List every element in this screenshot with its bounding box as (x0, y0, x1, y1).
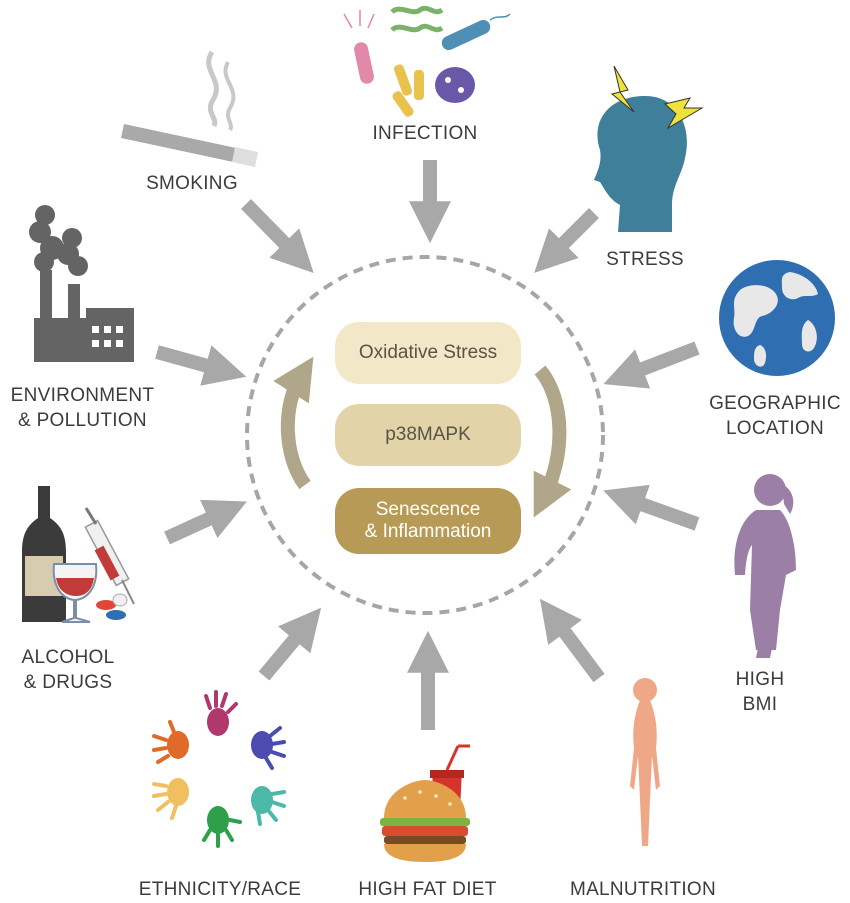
arrow-ethnicity (258, 607, 322, 681)
stressed-head-icon (594, 65, 704, 232)
cycle-arrow-right (533, 365, 572, 518)
high-bmi-label: HIGH BMI (735, 669, 785, 715)
oxidative-stress-box: Oxidative Stress (335, 322, 521, 384)
oxidative-stress-label: Oxidative Stress (358, 342, 498, 364)
arrow-bmi (603, 484, 700, 531)
cigarette-icon (121, 50, 258, 167)
arrow-smoking (241, 199, 314, 273)
alcohol-drugs-label: ALCOHOL & DRUGS (21, 647, 115, 693)
environment-pollution-label: ENVIRONMENT & POLLUTION (10, 385, 155, 431)
arrow-environment (155, 345, 247, 386)
senescence-inflammation-box: Senescence & Inflammation (335, 488, 521, 554)
handprints-icon (152, 690, 286, 848)
infection-label: INFECTION (372, 123, 478, 144)
senescence-label: Senescence (375, 499, 481, 521)
cycle-arrow-left (273, 356, 314, 490)
stress-label: STRESS (606, 249, 684, 270)
underweight-person-icon (630, 678, 660, 846)
microbes-icon (343, 5, 511, 117)
p38mapk-label: p38MAPK (385, 424, 471, 446)
ethnicity-race-label: ETHNICITY/RACE (138, 879, 302, 900)
malnutrition-label: MALNUTRITION (569, 879, 717, 900)
dashed-circle (245, 255, 605, 615)
inward-arrows (155, 160, 700, 730)
arrow-malnutrition (539, 598, 605, 683)
factory-icon (29, 205, 134, 362)
globe-icon (719, 260, 835, 376)
p38mapk-box: p38MAPK (335, 404, 521, 466)
overweight-person-icon (734, 474, 796, 658)
high-fat-diet-label: HIGH FAT DIET (358, 879, 497, 900)
alcohol-drugs-icon (22, 486, 135, 623)
arrow-stress (534, 208, 599, 273)
geographic-location-label: GEOGRAPHIC LOCATION (709, 393, 841, 439)
arrow-alcohol (164, 499, 247, 545)
smoking-label: SMOKING (146, 173, 238, 194)
arrow-geographic (603, 341, 700, 389)
burger-drink-icon (380, 744, 470, 862)
inflammation-label: & Inflammation (364, 521, 492, 542)
